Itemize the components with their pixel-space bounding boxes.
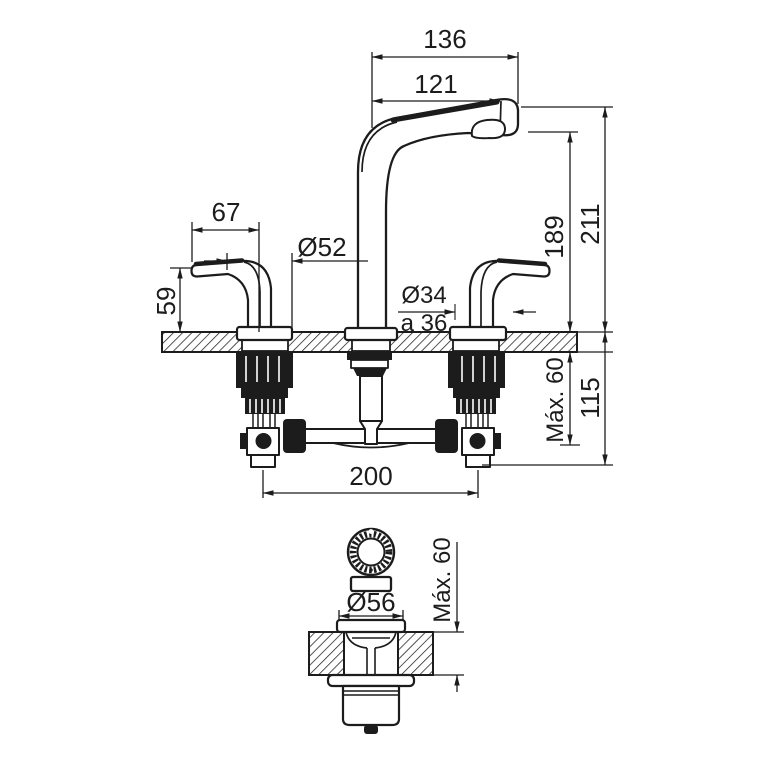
dim-189: 189 bbox=[528, 131, 578, 332]
dim-67: 67 bbox=[191, 197, 260, 332]
main-view: 136 121 67 Ø52 59 Ø34 a bbox=[151, 24, 613, 498]
dim-label-diam34: Ø34 bbox=[401, 282, 446, 309]
tee-connection bbox=[359, 420, 383, 445]
mounting-nut bbox=[350, 359, 389, 369]
spout bbox=[356, 97, 520, 332]
left-escutcheon bbox=[235, 325, 294, 342]
dim-label-diam52: Ø52 bbox=[297, 232, 346, 262]
dim-200: 200 bbox=[262, 461, 479, 498]
dim-label-189: 189 bbox=[539, 215, 569, 258]
dim-diam56: Ø56 bbox=[338, 587, 404, 623]
dim-label-211: 211 bbox=[575, 203, 605, 244]
dim-59: 59 bbox=[151, 267, 193, 332]
spout-escutcheon bbox=[343, 326, 399, 342]
dim-diam34-36: Ø34 a 36 bbox=[398, 282, 536, 337]
drain-knob bbox=[346, 527, 396, 577]
spout-top-edge bbox=[390, 99, 500, 123]
dim-label-max60-main: Máx. 60 bbox=[542, 357, 569, 442]
drain-tailpiece bbox=[341, 684, 401, 727]
drain-locknut-flange bbox=[326, 673, 416, 688]
knob-top-notch bbox=[368, 529, 374, 534]
knob-bottom-notch bbox=[369, 568, 373, 572]
dim-max60-drain: Máx. 60 bbox=[429, 537, 464, 692]
dim-136: 136 bbox=[371, 24, 519, 128]
left-lever bbox=[190, 259, 273, 330]
right-handle bbox=[468, 258, 551, 330]
right-valve-assembly bbox=[448, 352, 505, 468]
drain-body bbox=[326, 618, 416, 734]
dim-label-max60-drain: Máx. 60 bbox=[429, 537, 456, 622]
dim-label-115: 115 bbox=[575, 377, 605, 418]
dim-label-200: 200 bbox=[349, 461, 392, 491]
aerator bbox=[470, 118, 506, 140]
right-escutcheon bbox=[448, 325, 508, 342]
spout-shank bbox=[347, 352, 392, 445]
drain-stub bbox=[364, 725, 378, 734]
drain-disc bbox=[349, 575, 393, 593]
dim-label-a36: a 36 bbox=[401, 310, 448, 337]
right-lever bbox=[468, 259, 551, 330]
dim-diam52: Ø52 bbox=[204, 232, 368, 330]
dim-label-121: 121 bbox=[414, 69, 457, 99]
escutcheons bbox=[235, 325, 508, 342]
left-valve-assembly bbox=[236, 352, 293, 468]
right-valve-knob bbox=[435, 419, 458, 453]
dim-211: 211 bbox=[521, 106, 613, 333]
drain-flange bbox=[335, 618, 407, 634]
left-valve-knob bbox=[283, 419, 306, 453]
drain-view: Ø56 Máx. 60 bbox=[308, 527, 464, 734]
dim-121: 121 bbox=[372, 69, 500, 104]
dim-115: 115 bbox=[482, 332, 613, 466]
pipe-shadow-line bbox=[332, 442, 410, 449]
dim-label-67: 67 bbox=[212, 197, 241, 227]
dim-label-diam56: Ø56 bbox=[346, 587, 395, 617]
dim-max60-main: Máx. 60 bbox=[542, 351, 613, 446]
dim-label-136: 136 bbox=[423, 24, 466, 54]
basin-section bbox=[308, 631, 434, 676]
dim-label-59: 59 bbox=[151, 287, 181, 316]
